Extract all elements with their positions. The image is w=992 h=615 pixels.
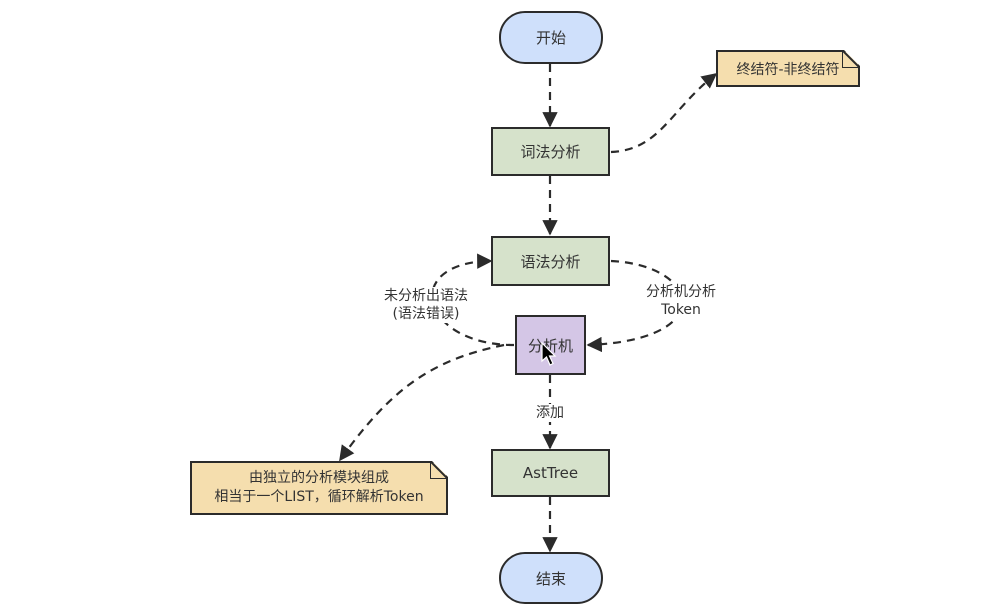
note-fold-icon	[842, 50, 860, 68]
analyzer-note-line2: 相当于一个LIST，循环解析Token	[214, 489, 424, 505]
analyzer-label: 分析机	[527, 336, 573, 355]
edge-analyzer-to-note	[339, 343, 505, 462]
analyzer-modules-note[interactable]: 由独立的分析模块组成 相当于一个LIST，循环解析Token	[190, 461, 448, 515]
terminal-symbols-note-text: 终结符-非终结符	[736, 61, 840, 78]
asttree-label: AstTree	[522, 464, 579, 482]
not-parsed-label: 未分析出语法 (语法错误)	[376, 287, 476, 323]
syntax-analysis-node[interactable]: 语法分析	[491, 236, 610, 286]
lexical-analysis-label: 词法分析	[520, 143, 581, 161]
lexical-analysis-node[interactable]: 词法分析	[491, 127, 610, 176]
analyzer-token-label-line2: Token	[661, 302, 701, 318]
start-label: 开始	[535, 29, 566, 47]
syntax-analysis-label: 语法分析	[520, 252, 581, 271]
add-label-text: 添加	[536, 405, 564, 421]
note-fold-icon	[430, 461, 448, 479]
edge-analyzer-to-syntax	[431, 253, 515, 347]
mouse-cursor-icon	[541, 342, 557, 366]
end-node[interactable]: 结束	[499, 552, 603, 604]
end-label: 结束	[535, 569, 566, 588]
analyzer-note-line1: 由独立的分析模块组成	[249, 470, 389, 486]
analyzer-token-label: 分析机分析 Token	[636, 283, 726, 319]
not-parsed-label-line1: 未分析出语法	[384, 288, 468, 304]
edge-lexical-to-note	[610, 73, 718, 154]
analyzer-token-label-line1: 分析机分析	[646, 284, 716, 300]
asttree-node[interactable]: AstTree	[491, 449, 610, 497]
add-label: 添加	[530, 404, 570, 422]
start-node[interactable]: 开始	[499, 11, 603, 64]
not-parsed-label-line2: (语法错误)	[392, 306, 460, 322]
analyzer-node[interactable]: 分析机	[515, 315, 586, 375]
terminal-symbols-note[interactable]: 终结符-非终结符	[716, 50, 860, 87]
